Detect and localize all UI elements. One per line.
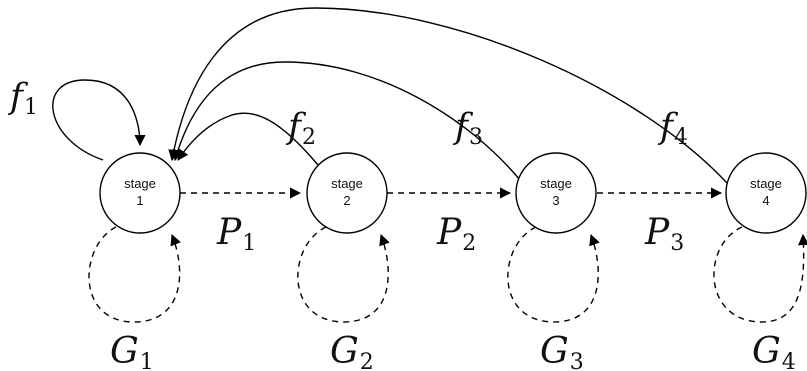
- label-f2-sub: 2: [302, 125, 316, 150]
- stage-node-2-line2: 2: [343, 193, 350, 208]
- stage-node-4: stage 4: [725, 152, 807, 234]
- label-g4-base: G: [752, 331, 781, 371]
- dashed-loop-g3: [507, 226, 600, 323]
- label-g3: G3: [540, 331, 584, 371]
- label-g3-base: G: [540, 331, 569, 371]
- dashed-loop-g2: [297, 226, 390, 323]
- label-p2: P2: [436, 212, 476, 256]
- stage-node-1-line2: 1: [136, 193, 143, 208]
- label-g2-base: G: [330, 331, 359, 371]
- label-g3-sub: 3: [570, 350, 584, 371]
- label-g1-base: G: [110, 331, 139, 371]
- feedback-edge-f4: [168, 7, 728, 184]
- label-p3-base: P: [644, 212, 670, 253]
- label-g4: G4: [752, 331, 796, 371]
- label-p3-sub: 3: [670, 231, 684, 256]
- label-p3: P3: [644, 212, 684, 256]
- label-f1: f1: [7, 77, 38, 120]
- stage-node-1-line1: stage: [124, 176, 156, 191]
- label-f3-sub: 3: [469, 125, 483, 150]
- stage-node-1: stage 1: [99, 152, 181, 234]
- label-p1: P1: [216, 212, 256, 256]
- dashed-loop-g1: [88, 226, 181, 323]
- label-f2: f2: [285, 107, 316, 150]
- stage-node-4-line1: stage: [750, 176, 782, 191]
- stage-node-2: stage 2: [306, 152, 388, 234]
- label-g2-sub: 2: [360, 350, 374, 371]
- label-p1-base: P: [216, 212, 242, 253]
- stage-node-3: stage 3: [515, 152, 597, 234]
- label-f1-sub: 1: [24, 95, 38, 120]
- stage-node-2-line1: stage: [331, 176, 363, 191]
- stage-node-4-line2: 4: [762, 193, 769, 208]
- stage-node-3-line2: 3: [552, 193, 559, 208]
- label-p2-base: P: [436, 212, 462, 253]
- label-g2: G2: [330, 331, 374, 371]
- label-g1: G1: [110, 331, 154, 371]
- stage-node-3-line1: stage: [540, 176, 572, 191]
- label-p2-sub: 2: [462, 231, 476, 256]
- label-f4: f4: [657, 107, 688, 150]
- feedback-edge-f3: [172, 61, 521, 181]
- feedback-edge-f2: [177, 112, 319, 166]
- label-p1-sub: 1: [242, 231, 256, 256]
- dashed-loop-g4: [713, 226, 807, 323]
- self-loop-f1: [52, 79, 146, 161]
- label-f4-sub: 4: [674, 125, 688, 150]
- label-g4-sub: 4: [782, 350, 796, 371]
- label-f3: f3: [452, 107, 483, 150]
- label-g1-sub: 1: [140, 350, 154, 371]
